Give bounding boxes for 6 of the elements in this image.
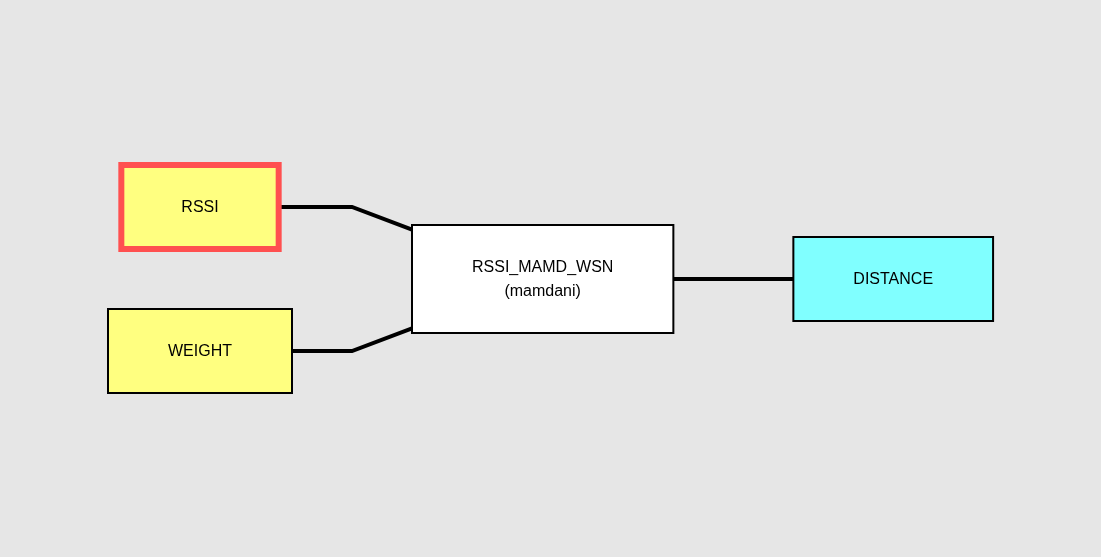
node-box: RSSI (118, 161, 282, 252)
node-box: RSSI_MAMD_WSN (mamdani) (410, 223, 675, 334)
connector (291, 325, 413, 353)
connector (673, 276, 794, 281)
node-box: DISTANCE (792, 235, 995, 322)
node-box: WEIGHT (106, 307, 293, 394)
